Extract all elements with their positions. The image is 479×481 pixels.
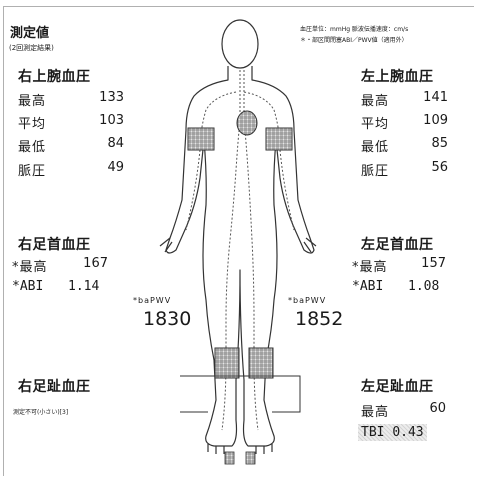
- right-abi-value: 1.14: [68, 279, 100, 294]
- toe-region-box: [180, 375, 301, 413]
- tbi-value: 0.43: [392, 425, 424, 440]
- page-title: 測定値: [10, 26, 50, 41]
- body-outline: [159, 19, 317, 454]
- left-arm-title: 左上腕血圧: [361, 69, 434, 85]
- right-arm-label: 最高: [18, 94, 47, 109]
- right-ankle-max-label: *最高: [12, 260, 48, 275]
- tbi-badge: TBI 0.43: [358, 424, 427, 441]
- left-ankle-max-label: *最高: [352, 260, 388, 275]
- left-arm-label: 平均: [361, 117, 390, 132]
- left-toe-max-label: 最高: [361, 405, 390, 420]
- right-arm-value: 133: [99, 90, 124, 105]
- right-arm-cuff: [187, 127, 215, 151]
- right-arm-label: 平均: [18, 117, 47, 132]
- right-pwv-value: 1830: [143, 308, 192, 330]
- right-arm-value: 84: [107, 136, 124, 151]
- right-arm-label: 最低: [18, 140, 47, 155]
- left-toe-sensor: [245, 451, 256, 465]
- unit-note: 血圧単位：mmHg 脈波伝播速度：cm/s: [300, 26, 409, 33]
- right-toe-sensor: [224, 451, 235, 465]
- right-abi-label: *ABI: [12, 279, 44, 294]
- right-arm-title: 右上腕血圧: [18, 69, 91, 85]
- right-ankle-cuff: [214, 347, 240, 379]
- left-pwv-value: 1852: [295, 308, 344, 330]
- left-arm-label: 脈圧: [361, 164, 390, 179]
- right-toe-title: 右足趾血圧: [18, 379, 91, 395]
- left-toe-max-value: 60: [429, 401, 446, 416]
- right-toe-note: 測定不可(小さい)[3]: [13, 409, 69, 416]
- left-ankle-max-value: 157: [421, 256, 446, 271]
- left-arm-label: 最高: [361, 94, 390, 109]
- left-toe-title: 左足趾血圧: [361, 379, 434, 395]
- left-arm-value: 141: [423, 90, 448, 105]
- right-arm-value: 103: [99, 113, 124, 128]
- left-abi-value: 1.08: [408, 279, 440, 294]
- right-pwv-label: *baPWV: [133, 296, 172, 305]
- page-subtitle: (2回測定結果): [9, 44, 54, 52]
- heart-shape: [236, 110, 258, 136]
- report-frame: [3, 6, 474, 476]
- exclusion-note: ＊・部区間閉塞ABI／PWV値（適用外）: [300, 37, 408, 44]
- left-arm-value: 56: [431, 160, 448, 175]
- left-pwv-label: *baPWV: [288, 296, 327, 305]
- right-ankle-max-value: 167: [83, 256, 108, 271]
- right-arm-value: 49: [107, 160, 124, 175]
- left-ankle-cuff: [248, 347, 274, 379]
- left-arm-cuff: [265, 127, 293, 151]
- left-arm-value: 109: [423, 113, 448, 128]
- left-arm-label: 最低: [361, 140, 390, 155]
- left-arm-value: 85: [431, 136, 448, 151]
- tbi-label: TBI: [361, 425, 385, 440]
- right-ankle-title: 右足首血圧: [18, 237, 91, 253]
- left-ankle-title: 左足首血圧: [361, 237, 434, 253]
- right-arm-label: 脈圧: [18, 164, 47, 179]
- left-abi-label: *ABI: [352, 279, 384, 294]
